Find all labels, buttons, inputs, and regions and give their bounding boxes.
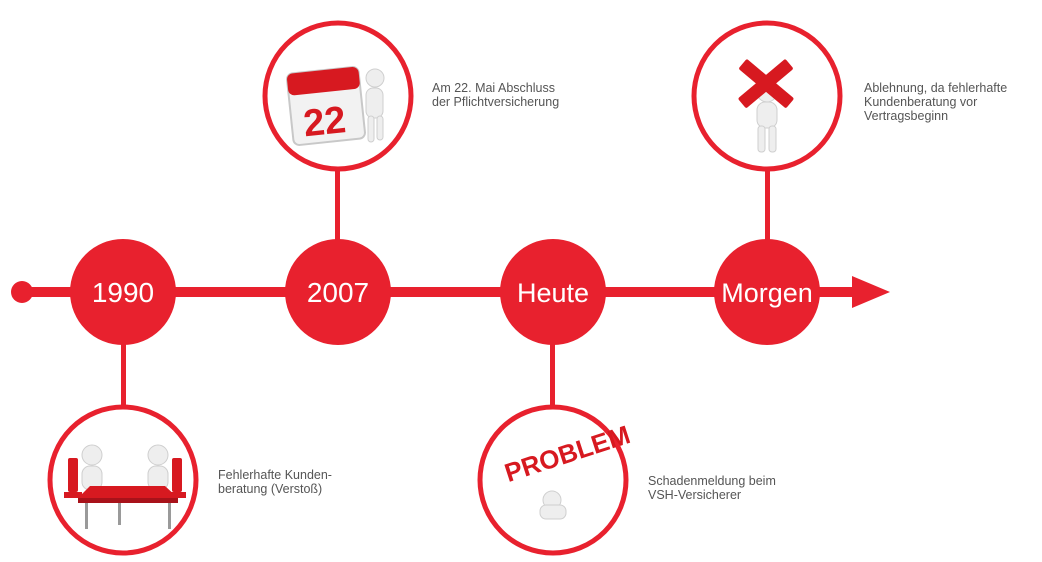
timeline-axis xyxy=(22,287,860,297)
milestone-label: 2007 xyxy=(307,277,369,308)
caption-morgen: Ablehnung, da fehlerhafte Kundenberatung… xyxy=(864,81,1008,123)
calendar-day: 22 xyxy=(301,99,347,145)
milestone-label: Morgen xyxy=(721,278,813,308)
illustration-ring-heute xyxy=(477,404,629,556)
meeting-table-icon xyxy=(64,444,186,529)
milestone-label: 1990 xyxy=(92,277,154,308)
red-x-icon xyxy=(738,59,794,153)
caption-2007: Am 22. Mai Abschluss der Pflichtversiche… xyxy=(432,81,560,109)
milestone-1990: 1990 xyxy=(70,239,176,345)
connector-1990 xyxy=(121,325,126,410)
connector-2007 xyxy=(335,168,340,258)
caption-1990: Fehlerhafte Kunden- beratung (Verstoß) xyxy=(218,468,332,496)
milestone-heute: Heute xyxy=(500,239,606,345)
caption-heute: Schadenmeldung beim VSH-Versicherer xyxy=(648,474,776,502)
connector-heute xyxy=(550,325,555,410)
milestone-2007: 2007 xyxy=(285,239,391,345)
milestone-label: Heute xyxy=(517,278,589,308)
milestone-morgen: Morgen xyxy=(714,239,820,345)
calendar-icon: 22 xyxy=(286,66,385,146)
connector-morgen xyxy=(765,168,770,258)
timeline-arrowhead xyxy=(852,276,890,308)
